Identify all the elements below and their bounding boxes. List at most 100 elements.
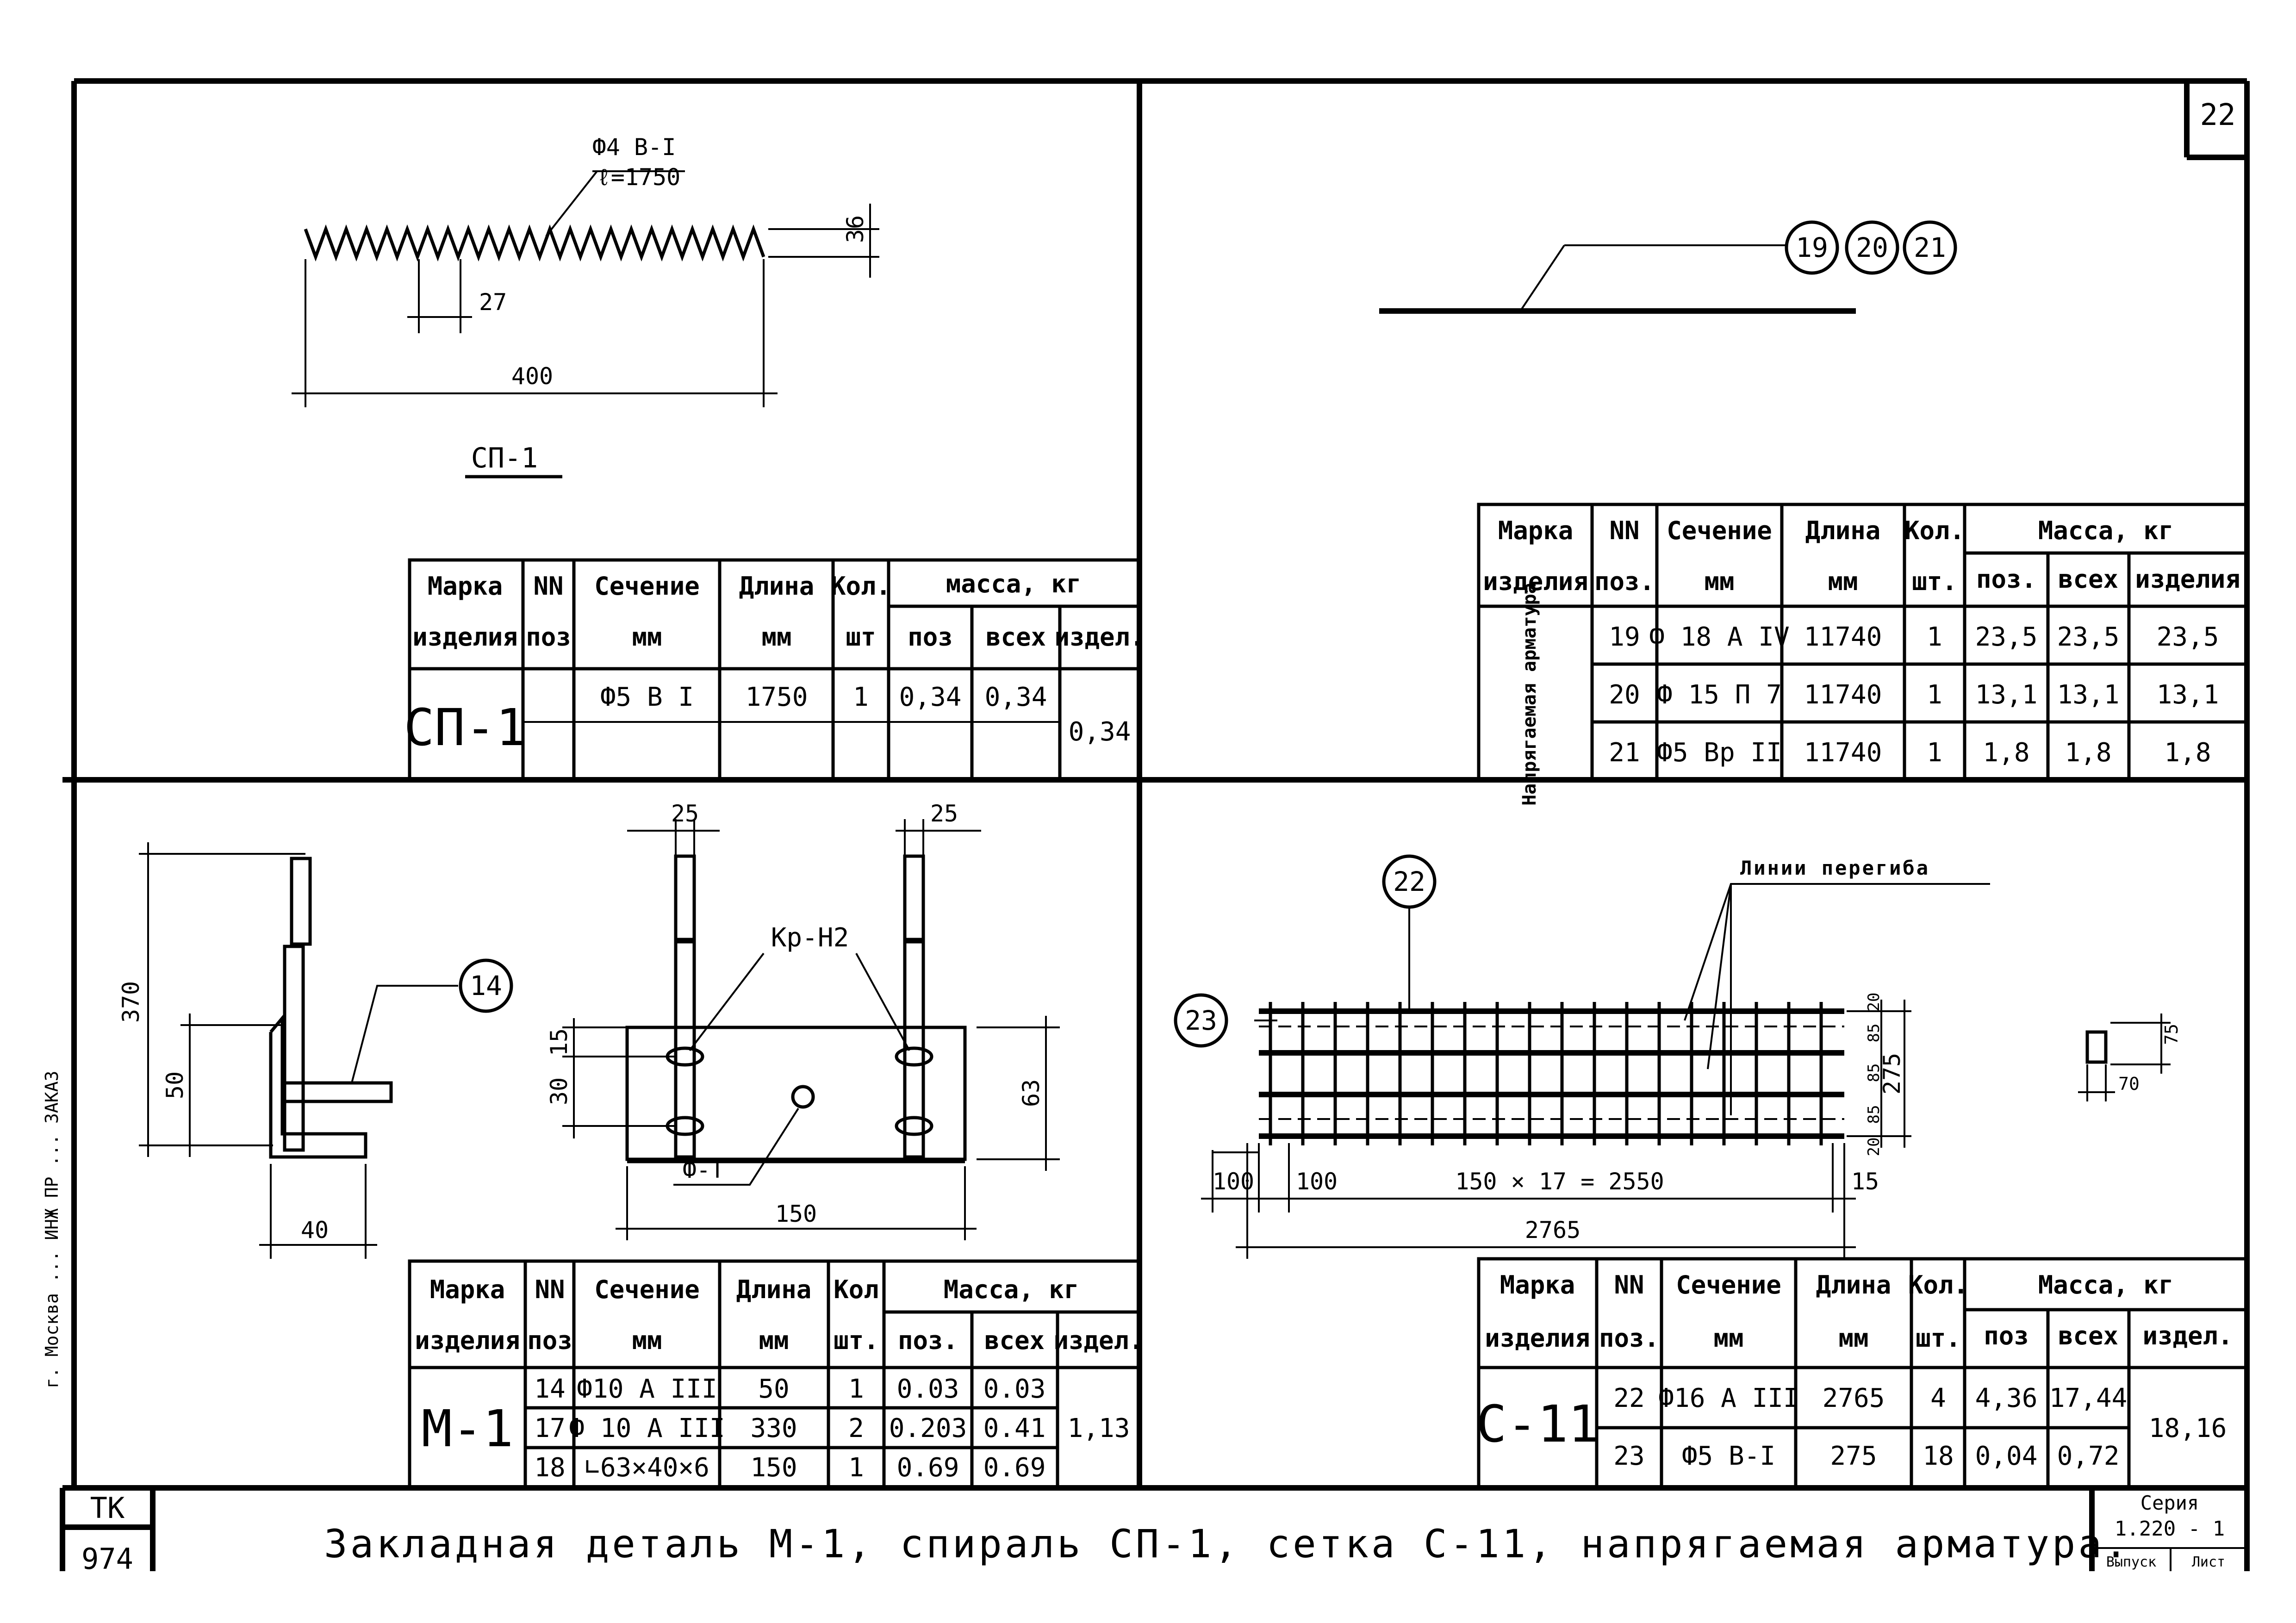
mesh-cross-bars xyxy=(1269,1002,1823,1145)
tendon-r1-mitem: 13,1 xyxy=(2157,680,2219,710)
spiral-th-mark2: изделия xyxy=(412,622,518,652)
mesh-r0-pos: 22 xyxy=(1613,1383,1644,1413)
tendon-r1-mall: 13,1 xyxy=(2057,680,2120,710)
stamp-number: 974 xyxy=(81,1542,133,1576)
mesh-dim-total: 2765 xyxy=(1525,1217,1580,1244)
tendon-r1-pos: 20 xyxy=(1609,680,1640,710)
embed-th-sec2: мм xyxy=(632,1326,662,1355)
tendon-th-pos1: NN xyxy=(1609,516,1639,545)
embed-r0-mall: 0.03 xyxy=(983,1374,1046,1404)
mesh-dim-height: 275 xyxy=(1879,1053,1905,1094)
embed-dim-15: 15 xyxy=(546,1028,572,1056)
mesh-hook-w: 70 xyxy=(2118,1074,2140,1094)
embed-r1-qty: 2 xyxy=(848,1413,864,1443)
mesh-r0-mpos: 4,36 xyxy=(1975,1383,2038,1413)
spiral-th-pos2: поз xyxy=(526,622,571,652)
mesh-th-sec2: мм xyxy=(1713,1324,1743,1353)
mesh-dim-20a: 20 xyxy=(1865,993,1883,1012)
embed-item-mass: 1,13 xyxy=(1068,1413,1130,1443)
tendon-r2-mitem: 1,8 xyxy=(2164,738,2211,768)
mesh-dim-mid: 150 × 17 = 2550 xyxy=(1455,1168,1664,1195)
tendon-r0-mall: 23,5 xyxy=(2057,622,2120,652)
spiral-th-qty2: шт xyxy=(846,622,876,652)
tendon-callout-20: 20 xyxy=(1856,232,1888,263)
embed-r2-section: ∟63×40×6 xyxy=(585,1453,709,1483)
spiral-table xyxy=(408,558,1141,782)
spiral-th-len2: мм xyxy=(761,622,791,652)
tendon-th-mass: Масса, кг xyxy=(2038,516,2174,545)
embed-side-view xyxy=(139,842,513,1259)
mesh-th-len2: мм xyxy=(1838,1324,1868,1353)
embed-th-mpos: поз. xyxy=(898,1326,958,1355)
embed-th-qty2: шт. xyxy=(834,1326,879,1355)
embed-r2-mall: 0.69 xyxy=(983,1453,1046,1483)
mesh-th-mark1: Марка xyxy=(1500,1270,1575,1300)
tendon-r2-mall: 1,8 xyxy=(2065,738,2111,768)
embed-mark: М-1 xyxy=(422,1399,514,1458)
embed-dim-25-right: 25 xyxy=(930,800,958,827)
mesh-th-qty2: шт. xyxy=(1916,1324,1961,1353)
mesh-r1-mall: 0,72 xyxy=(2057,1441,2120,1471)
mesh-dim-right: 15 xyxy=(1851,1168,1879,1195)
tendon-th-sec2: мм xyxy=(1704,567,1734,596)
spiral-th-mall: всех xyxy=(986,622,1046,652)
issue-label: Выпуск xyxy=(2106,1554,2156,1570)
spiral-total-dim: 400 xyxy=(511,363,553,390)
mesh-r1-length: 275 xyxy=(1830,1441,1877,1471)
embed-callout-14: 14 xyxy=(470,970,502,1001)
embed-th-len2: мм xyxy=(759,1326,789,1355)
spiral-name: СП-1 xyxy=(471,442,538,474)
tendon-table xyxy=(1477,503,2249,782)
mesh-dim-left1: 100 xyxy=(1213,1168,1254,1195)
embed-r1-section: Ф 10 А III xyxy=(569,1413,725,1443)
mesh-th-mpos: поз xyxy=(1984,1321,2029,1350)
spiral-th-mark1: Марка xyxy=(428,572,503,601)
embed-dim-63: 63 xyxy=(1018,1079,1045,1107)
spiral-row-qty: 1 xyxy=(853,682,869,712)
embed-r1-mpos: 0.203 xyxy=(889,1413,967,1443)
spiral-mark: СП-1 xyxy=(404,698,527,757)
embed-r0-section: Ф10 А III xyxy=(577,1374,717,1404)
spiral-th-pos1: NN xyxy=(533,572,563,601)
mesh-dim-85b: 85 xyxy=(1865,1063,1883,1082)
mesh-th-mass: Масса, кг xyxy=(2038,1270,2174,1300)
embed-r0-mpos: 0.03 xyxy=(897,1374,959,1404)
mesh-r1-qty: 18 xyxy=(1923,1441,1954,1471)
tendon-mark: Напрягаемая арматура xyxy=(1519,583,1540,806)
embed-table xyxy=(408,1259,1141,1490)
tendon-th-mall: всех xyxy=(2058,565,2118,594)
spiral-th-len1: Длина xyxy=(739,572,815,601)
embed-r0-qty: 1 xyxy=(848,1374,864,1404)
embed-weld-label: Кр-Н2 xyxy=(771,923,849,953)
embed-dim-50: 50 xyxy=(162,1071,188,1099)
side-annotation: г. Москва ... ИНЖ ПР ... ЗАКАЗ xyxy=(42,1071,62,1388)
mesh-r0-length: 2765 xyxy=(1823,1383,1885,1413)
tendon-th-sec1: Сечение xyxy=(1667,516,1772,545)
mesh-hook-h: 75 xyxy=(2161,1024,2182,1045)
spiral-drawing xyxy=(292,170,879,479)
list-label: Лист xyxy=(2192,1554,2225,1570)
embed-dim-150: 150 xyxy=(775,1200,817,1227)
tendon-r2-length: 11740 xyxy=(1804,738,1882,768)
tendon-r1-mpos: 13,1 xyxy=(1975,680,2038,710)
tendon-th-len2: мм xyxy=(1828,567,1858,596)
embed-r2-length: 150 xyxy=(750,1453,797,1483)
mesh-th-len1: Длина xyxy=(1816,1270,1892,1300)
spiral-pitch-dim: 27 xyxy=(479,289,507,316)
spiral-th-qty1: Кол. xyxy=(831,572,891,601)
embed-th-len1: Длина xyxy=(736,1275,812,1304)
embed-r1-length: 330 xyxy=(750,1413,797,1443)
mesh-callout-23: 23 xyxy=(1185,1005,1217,1036)
embed-dim-40: 40 xyxy=(301,1217,329,1244)
embed-th-qty1: Кол xyxy=(834,1275,879,1304)
tendon-r1-qty: 1 xyxy=(1927,680,1942,710)
tendon-th-pos2: поз. xyxy=(1594,567,1655,596)
tendon-r1-length: 11740 xyxy=(1804,680,1882,710)
mesh-th-sec1: Сечение xyxy=(1676,1270,1781,1300)
embed-th-pos1: NN xyxy=(535,1275,565,1304)
embed-r0-pos: 14 xyxy=(534,1374,565,1404)
sheet-title: Закладная деталь М-1, спираль СП-1, сетк… xyxy=(324,1521,2131,1567)
mesh-th-mark2: изделия xyxy=(1485,1324,1590,1353)
spiral-rebar-label: Ф4 В-I xyxy=(592,134,676,161)
